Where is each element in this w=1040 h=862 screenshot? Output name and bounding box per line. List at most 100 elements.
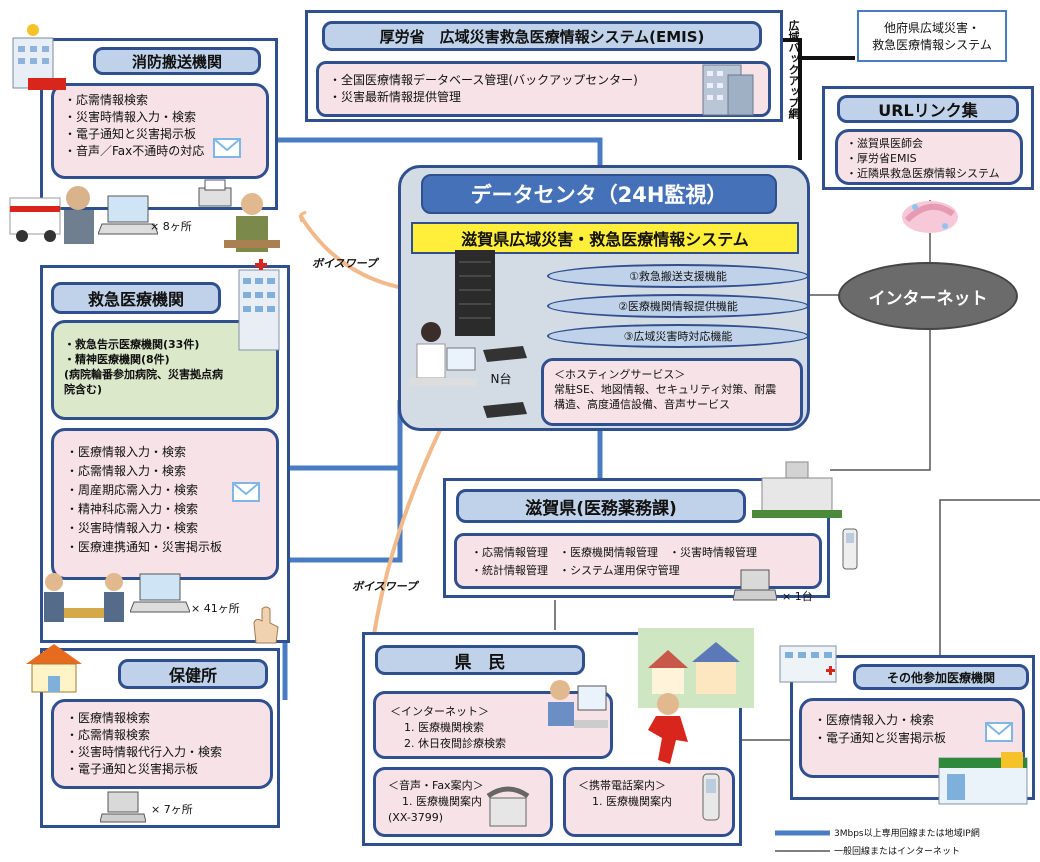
legend-thick-label: 3Mbps以上専用回線または地域IP網 <box>834 829 980 839</box>
url-links-title: URLリンク集 <box>837 95 1019 123</box>
fire-transport-items: ・応需情報検索 ・災害時情報入力・検索 ・電子通知と災害掲示板 ・音声／Fax不… <box>51 83 269 179</box>
emergency-item: ・周産期応需入力・検索 <box>66 483 199 497</box>
function-3: ③広域災害時対応機能 <box>547 324 809 348</box>
fire-count: × 8ヶ所 <box>150 220 192 233</box>
server-count-label: N台 <box>490 372 512 386</box>
emergency-medical-items: ・医療情報入力・検索 ・応需情報入力・検索 ・周産期応需入力・検索 ・精神科応需… <box>51 428 279 580</box>
fire-station-icon <box>12 24 66 90</box>
emis-title: 厚労省 広域災害救急医療情報システム(EMIS) <box>322 21 762 51</box>
clinic-building-icon <box>779 645 837 683</box>
citizens-title: 県 民 <box>375 645 585 675</box>
running-person-icon <box>648 693 688 764</box>
voice-fax-title: ＜音声・Fax案内＞ <box>388 779 484 792</box>
shiga-line1: ・応需情報管理 ・医療機関情報管理 ・災害時情報管理 <box>471 546 757 559</box>
voice-warp-label-top: ボイスワープ <box>312 257 378 270</box>
building-icon <box>702 64 754 116</box>
citizens-panel: 県 民 ＜インターネット＞ 1. 医療機関検索 2. 休日夜間診療検索 ＜音声・… <box>362 632 742 846</box>
internet-service-title: ＜インターネット＞ <box>390 705 489 718</box>
emergency-count: × 41ヶ所 <box>191 602 240 615</box>
fire-item: ・応需情報検索 <box>64 93 149 107</box>
operator-person-icon <box>224 193 280 252</box>
mobile-item: 1. 医療機関案内 <box>592 795 672 808</box>
health-center-title: 保健所 <box>118 659 268 689</box>
voice-fax-item: 1. 医療機関案内 <box>402 795 482 808</box>
backup-network-line <box>780 38 802 160</box>
other-medical-item: ・電子通知と災害掲示板 <box>814 731 947 745</box>
phone-icon <box>842 528 858 570</box>
url-link-item: ・滋賀県医師会 <box>846 137 923 150</box>
other-medical-item: ・医療情報入力・検索 <box>814 713 935 727</box>
emergency-item: ・医療連携通知・災害掲示板 <box>66 540 223 554</box>
shiga-prefecture-title: 滋賀県(医務薬務課) <box>456 489 746 523</box>
hosting-line1: 常駐SE、地図情報、セキュリティ対策、耐震 <box>554 383 777 396</box>
voice-fax-number: (XX-3799) <box>388 811 444 824</box>
voice-warp-label-bottom: ボイスワープ <box>352 580 418 593</box>
citizens-voice-fax-box: ＜音声・Fax案内＞ 1. 医療機関案内 (XX-3799) <box>373 767 553 837</box>
hospital-building-icon <box>238 259 280 351</box>
function-1: ①救急搬送支援機能 <box>547 264 809 288</box>
other-pref-line2: 救急医療情報システム <box>872 38 992 52</box>
hospital-type-line: ・精神医療機関(8件) <box>64 353 170 366</box>
server-rack-icon <box>455 250 495 336</box>
backup-network-label: 広域バックアップ網 <box>787 20 800 119</box>
town-houses-icon <box>638 628 754 708</box>
emergency-item: ・応需情報入力・検索 <box>66 464 187 478</box>
hospital-type-line: (病院輪番参加病院、災害拠点病 <box>64 368 224 381</box>
other-medical-title: その他参加医療機関 <box>853 664 1029 690</box>
datacenter-system-name: 滋賀県広域災害・救急医療情報システム <box>411 222 799 254</box>
handshake-icon <box>902 201 958 233</box>
other-pref-line1: 他府県広域災害・ <box>883 21 980 35</box>
fax-icon <box>198 179 232 207</box>
health-item: ・医療情報検索 <box>66 711 151 725</box>
health-item: ・電子通知と災害掲示板 <box>66 762 199 776</box>
medical-staff-icon <box>44 573 124 622</box>
hospital-type-line: ・救急告示医療機関(33件) <box>64 338 200 351</box>
hosting-service-box: ＜ホスティングサービス＞ 常駐SE、地図情報、セキュリティ対策、耐震 構造、高度… <box>541 358 803 426</box>
hosting-line2: 構造、高度通信設備、音声サービス <box>554 398 730 411</box>
other-pref-system-box: 他府県広域災害・ 救急医療情報システム <box>857 10 1007 62</box>
health-item: ・災害時情報代行入力・検索 <box>66 745 223 759</box>
telephone-fax-icon <box>486 786 530 827</box>
mobile-title: ＜携帯電話案内＞ <box>578 779 666 792</box>
pc-user-icon <box>548 680 608 728</box>
fire-transport-panel: 消防搬送機関 ・応需情報検索 ・災害時情報入力・検索 ・電子通知と災害掲示板 ・… <box>40 38 278 210</box>
emergency-to-datacenter-line <box>288 400 403 471</box>
laptop-icon <box>100 791 146 823</box>
hospital-type-line: 院含む) <box>64 383 103 396</box>
shiga-line2: ・統計情報管理 ・システム運用保守管理 <box>471 564 680 577</box>
hosting-title: ＜ホスティングサービス＞ <box>554 368 686 381</box>
datacenter-panel: データセンタ（24H監視） 滋賀県広域災害・救急医療情報システム ①救急搬送支援… <box>398 165 810 431</box>
url-link-item: ・厚労省EMIS <box>846 152 917 165</box>
internet-cloud: インターネット <box>838 262 1018 330</box>
internet-service-item: 1. 医療機関検索 <box>404 721 484 734</box>
url-links-items: ・滋賀県医師会 ・厚労省EMIS ・近隣県救急医療情報システム <box>835 129 1023 185</box>
internet-service-item: 2. 休日夜間診療検索 <box>404 737 506 750</box>
shiga-count: × 1台 <box>782 590 813 603</box>
fire-item: ・電子通知と災害掲示板 <box>64 127 197 141</box>
emergency-item: ・医療情報入力・検索 <box>66 445 187 459</box>
legend-thin-label: 一般回線またはインターネット <box>834 847 961 857</box>
datacenter-title: データセンタ（24H監視） <box>421 174 777 214</box>
health-center-building-icon <box>26 644 82 693</box>
health-center-panel: 保健所 ・医療情報検索 ・応需情報検索 ・災害時情報代行入力・検索 ・電子通知と… <box>40 648 280 828</box>
laptop-icon <box>98 195 158 235</box>
url-links-panel: URLリンク集 ・滋賀県医師会 ・厚労省EMIS ・近隣県救急医療情報システム <box>822 86 1034 190</box>
emis-items: ・全国医療情報データベース管理(バックアップセンター) ・災害最新情報提供管理 <box>316 61 771 117</box>
server-units-icon <box>483 346 527 418</box>
health-count: × 7ヶ所 <box>151 803 193 816</box>
health-item: ・応需情報検索 <box>66 728 151 742</box>
internet-to-shiga-line <box>830 330 931 471</box>
emis-panel: 厚労省 広域災害救急医療情報システム(EMIS) ・全国医療情報データベース管理… <box>305 10 783 122</box>
fire-to-datacenter-line <box>270 137 603 165</box>
mobile-phone-icon <box>702 773 720 821</box>
mail-icon <box>213 138 241 158</box>
prefectural-office-icon <box>752 461 842 518</box>
fire-transport-title: 消防搬送機関 <box>93 47 261 75</box>
mail-icon <box>985 722 1013 742</box>
hand-pointer-icon <box>253 606 279 644</box>
laptop-icon <box>733 569 777 601</box>
health-center-items: ・医療情報検索 ・応需情報検索 ・災害時情報代行入力・検索 ・電子通知と災害掲示… <box>51 699 273 789</box>
url-link-item: ・近隣県救急医療情報システム <box>846 167 1000 180</box>
emergency-item: ・災害時情報入力・検索 <box>66 521 199 535</box>
ambulance-icon <box>9 186 94 244</box>
